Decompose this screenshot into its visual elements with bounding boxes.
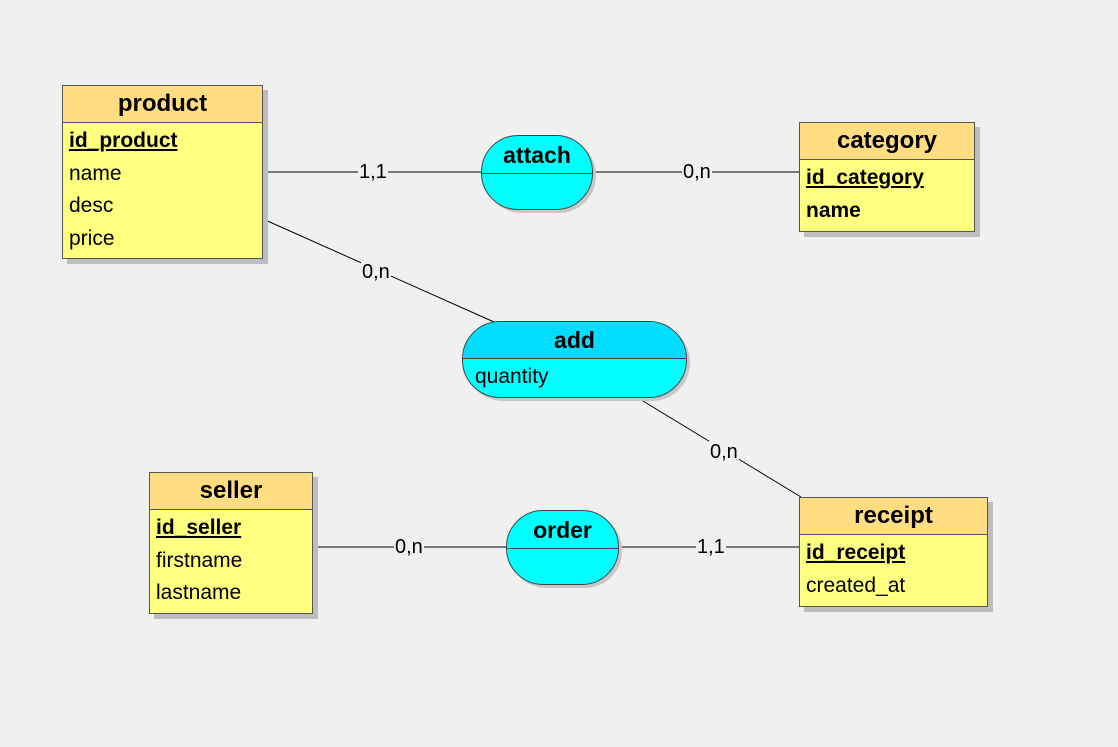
- entity-title: category: [800, 123, 974, 160]
- entity-attribute: price: [69, 226, 115, 250]
- association-order[interactable]: order: [506, 510, 619, 585]
- entity-attribute: id_product: [69, 125, 256, 158]
- association-title: add: [463, 322, 686, 358]
- association-divider: [507, 548, 618, 549]
- association-divider: [482, 173, 592, 174]
- association-title: attach: [503, 142, 571, 168]
- association-attribute: quantity: [475, 365, 549, 388]
- primary-key: id_receipt: [806, 541, 906, 564]
- primary-key: id_seller: [156, 516, 242, 539]
- cardinality-order-receipt: 1,1: [696, 536, 726, 558]
- entity-attribute: created_at: [806, 573, 906, 597]
- entity-attribute: name: [806, 198, 861, 222]
- entity-title: receipt: [800, 498, 987, 535]
- cardinality-seller-order: 0,n: [394, 536, 424, 558]
- primary-key: id_product: [69, 129, 178, 152]
- entity-attribute: desc: [69, 194, 114, 217]
- cardinality-product-attach: 1,1: [358, 161, 388, 183]
- entity-attribute: id_seller: [156, 512, 306, 545]
- entity-title: seller: [150, 473, 312, 510]
- cardinality-attach-category: 0,n: [682, 161, 712, 183]
- entity-product[interactable]: product id_product name desc price: [62, 85, 263, 259]
- entity-attribute: name: [69, 161, 122, 185]
- association-title: order: [533, 517, 592, 543]
- entity-category[interactable]: category id_category name: [799, 122, 975, 232]
- entity-seller[interactable]: seller id_seller firstname lastname: [149, 472, 313, 614]
- entity-receipt[interactable]: receipt id_receipt created_at: [799, 497, 988, 607]
- association-divider: [463, 358, 686, 359]
- primary-key: id_category: [806, 166, 924, 189]
- entity-attribute: firstname: [156, 548, 243, 572]
- association-add[interactable]: add quantity: [462, 321, 687, 398]
- entity-attribute: id_receipt: [806, 537, 981, 570]
- entity-attribute: lastname: [156, 581, 242, 604]
- cardinality-product-add: 0,n: [361, 261, 391, 283]
- entity-attribute: id_category: [806, 162, 968, 195]
- entity-title: product: [63, 86, 262, 123]
- cardinality-add-receipt: 0,n: [709, 441, 739, 463]
- association-attach[interactable]: attach: [481, 135, 593, 210]
